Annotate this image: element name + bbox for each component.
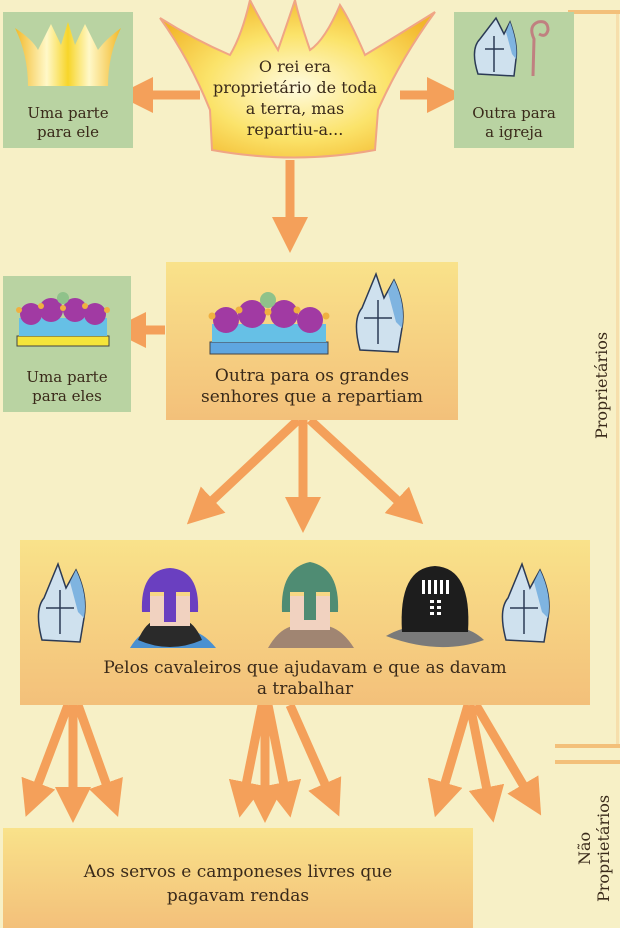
peasants-text: Aos servos e camponeses livres que pagav…: [83, 862, 393, 906]
gold-crown-icon: [15, 22, 121, 86]
nobles-share-box: Uma parte para eles: [3, 276, 131, 412]
church-share-box: Outra para a igreja: [454, 12, 574, 148]
owners-side-rule: [616, 10, 619, 745]
arrows-nobles-to-knights: [186, 416, 424, 533]
non-owners-label: Não Proprietários: [575, 794, 613, 902]
nobles-text: Outra para os grandes senhores que a rep…: [201, 366, 423, 407]
black-great-helm-knight-icon: [386, 566, 484, 648]
king-text: O rei era proprietário de toda a terra, …: [212, 57, 378, 139]
mitre-and-crozier-icon: [473, 16, 550, 77]
arrows-knights-to-peasants: [21, 702, 542, 823]
knights-box: Pelos cavaleiros que ajudavam e que as d…: [20, 540, 590, 705]
owners-label: Proprietários: [592, 331, 611, 439]
knights-text: Pelos cavaleiros que ajudavam e que as d…: [103, 658, 507, 699]
nobles-box: Outra para os grandes senhores que a rep…: [166, 262, 458, 420]
purple-helmet-knight-icon: [130, 568, 216, 648]
peasants-box: Aos servos e camponeses livres que pagav…: [3, 828, 473, 928]
owners-top-rule: [568, 10, 620, 14]
mitre-icon: [37, 561, 86, 643]
noble-crown-icon: [208, 292, 330, 355]
gold-crown-icon: [159, 0, 436, 159]
king-crown: O rei era proprietário de toda a terra, …: [150, 0, 440, 160]
mitre-icon: [355, 271, 404, 353]
arrow-knights-mid-right: [285, 703, 342, 817]
divider-rule-2: [555, 760, 620, 764]
mitre-icon: [501, 561, 550, 643]
king-share-box: Uma parte para ele: [3, 12, 133, 148]
noble-crown-icon: [16, 292, 110, 347]
divider-rule-1: [555, 744, 620, 748]
green-helmet-knight-icon: [268, 562, 354, 648]
